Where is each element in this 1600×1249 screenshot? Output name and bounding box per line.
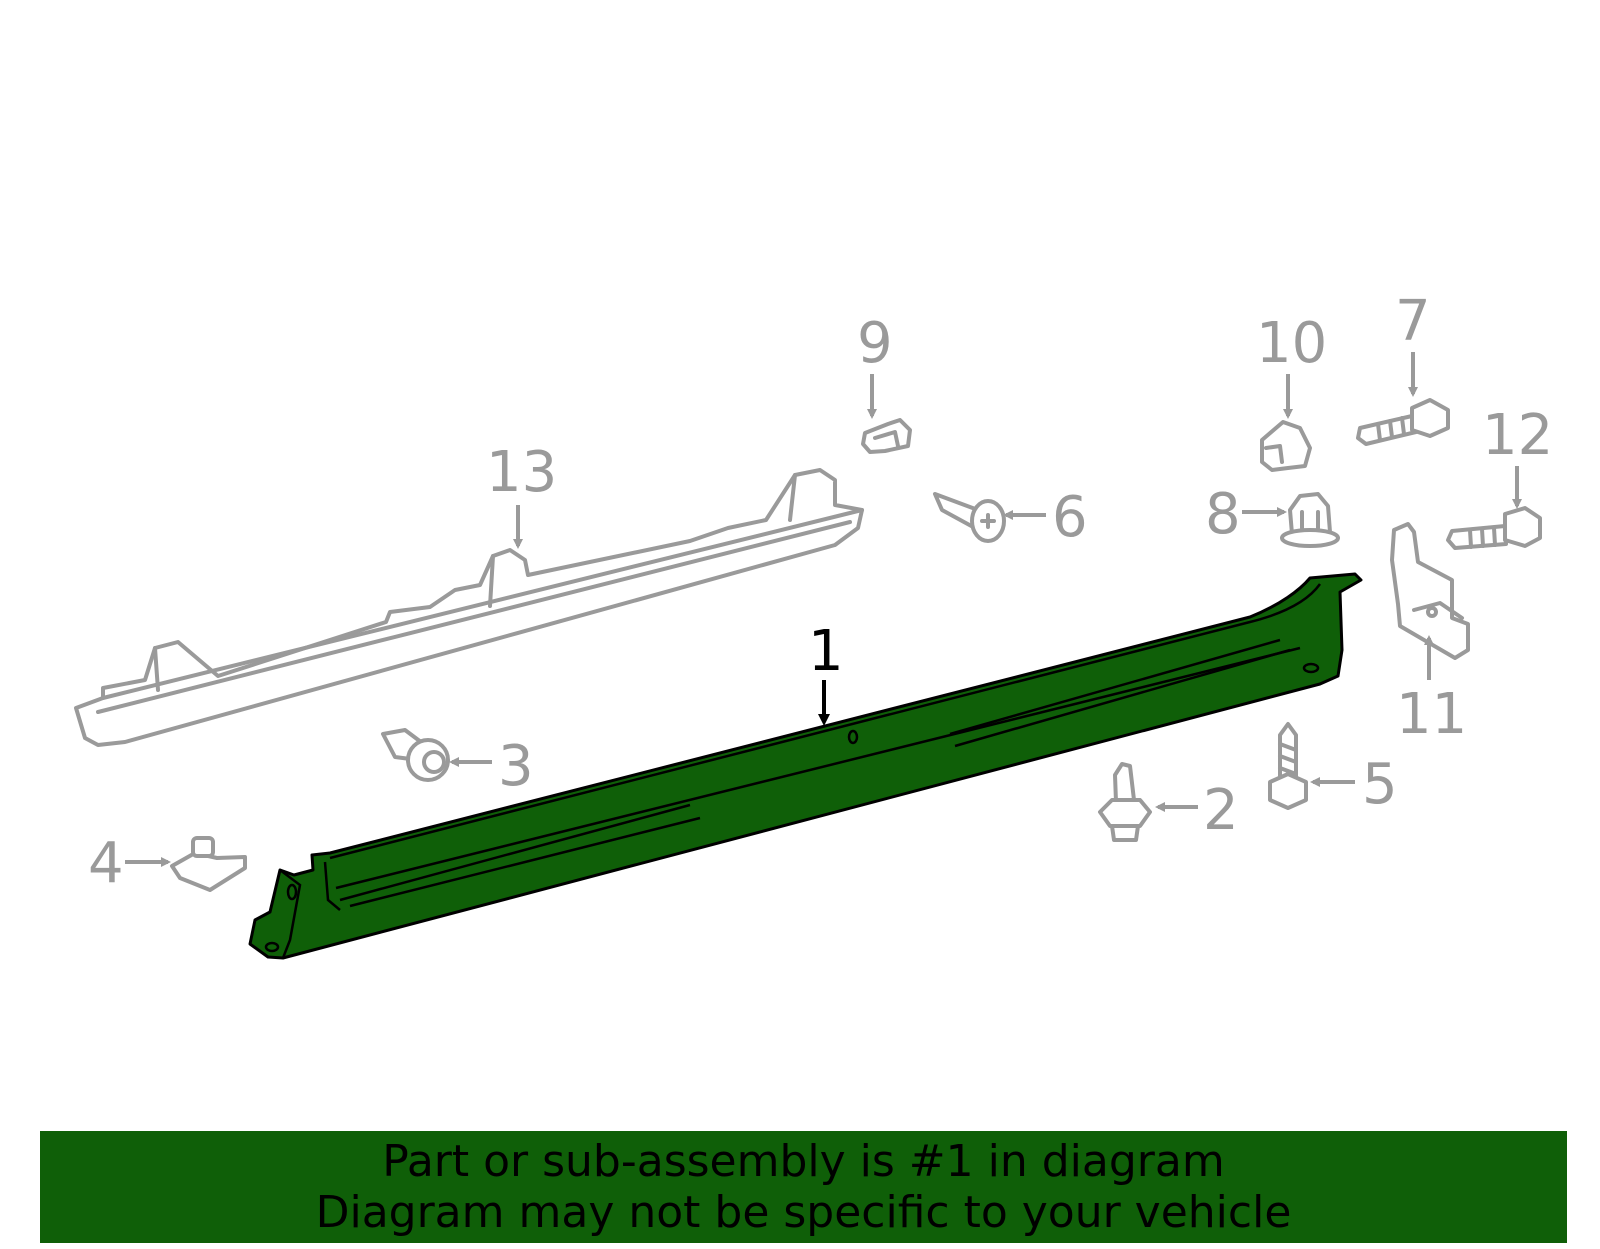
callout-8: 8: [1205, 482, 1241, 547]
callout-10: 10: [1256, 311, 1327, 376]
callout-5: 5: [1362, 752, 1398, 817]
callout-7: 7: [1395, 289, 1431, 354]
footer-line-1: Part or sub-assembly is #1 in diagram: [382, 1136, 1225, 1187]
part-4-nut: [170, 836, 247, 892]
callout-11: 11: [1396, 682, 1467, 747]
part-1-rocker-molding: [248, 572, 1363, 960]
callout-13: 13: [486, 440, 557, 505]
callout-12: 12: [1482, 403, 1553, 468]
part-2-clip: [1098, 762, 1152, 842]
part-12-bolt: [1446, 506, 1542, 550]
callout-1: 1: [808, 619, 844, 684]
footer-banner: Part or sub-assembly is #1 in diagram Di…: [40, 1131, 1567, 1243]
part-11-bracket: [1390, 522, 1470, 660]
callout-4: 4: [88, 831, 124, 896]
part-8-fastener: [1280, 492, 1340, 548]
callout-2: 2: [1203, 778, 1239, 843]
footer-line-2: Diagram may not be specific to your vehi…: [315, 1187, 1292, 1238]
callout-6: 6: [1052, 485, 1088, 550]
part-10-retainer: [1260, 420, 1312, 472]
part-3-clip: [381, 728, 450, 782]
part-7-bolt: [1356, 398, 1450, 446]
part-6-screw: [933, 492, 1006, 543]
callout-9: 9: [857, 311, 893, 376]
part-13-garnish: [74, 468, 864, 747]
part-5-bolt: [1268, 722, 1308, 810]
callout-3: 3: [498, 734, 534, 799]
part-9-clip: [861, 418, 912, 454]
